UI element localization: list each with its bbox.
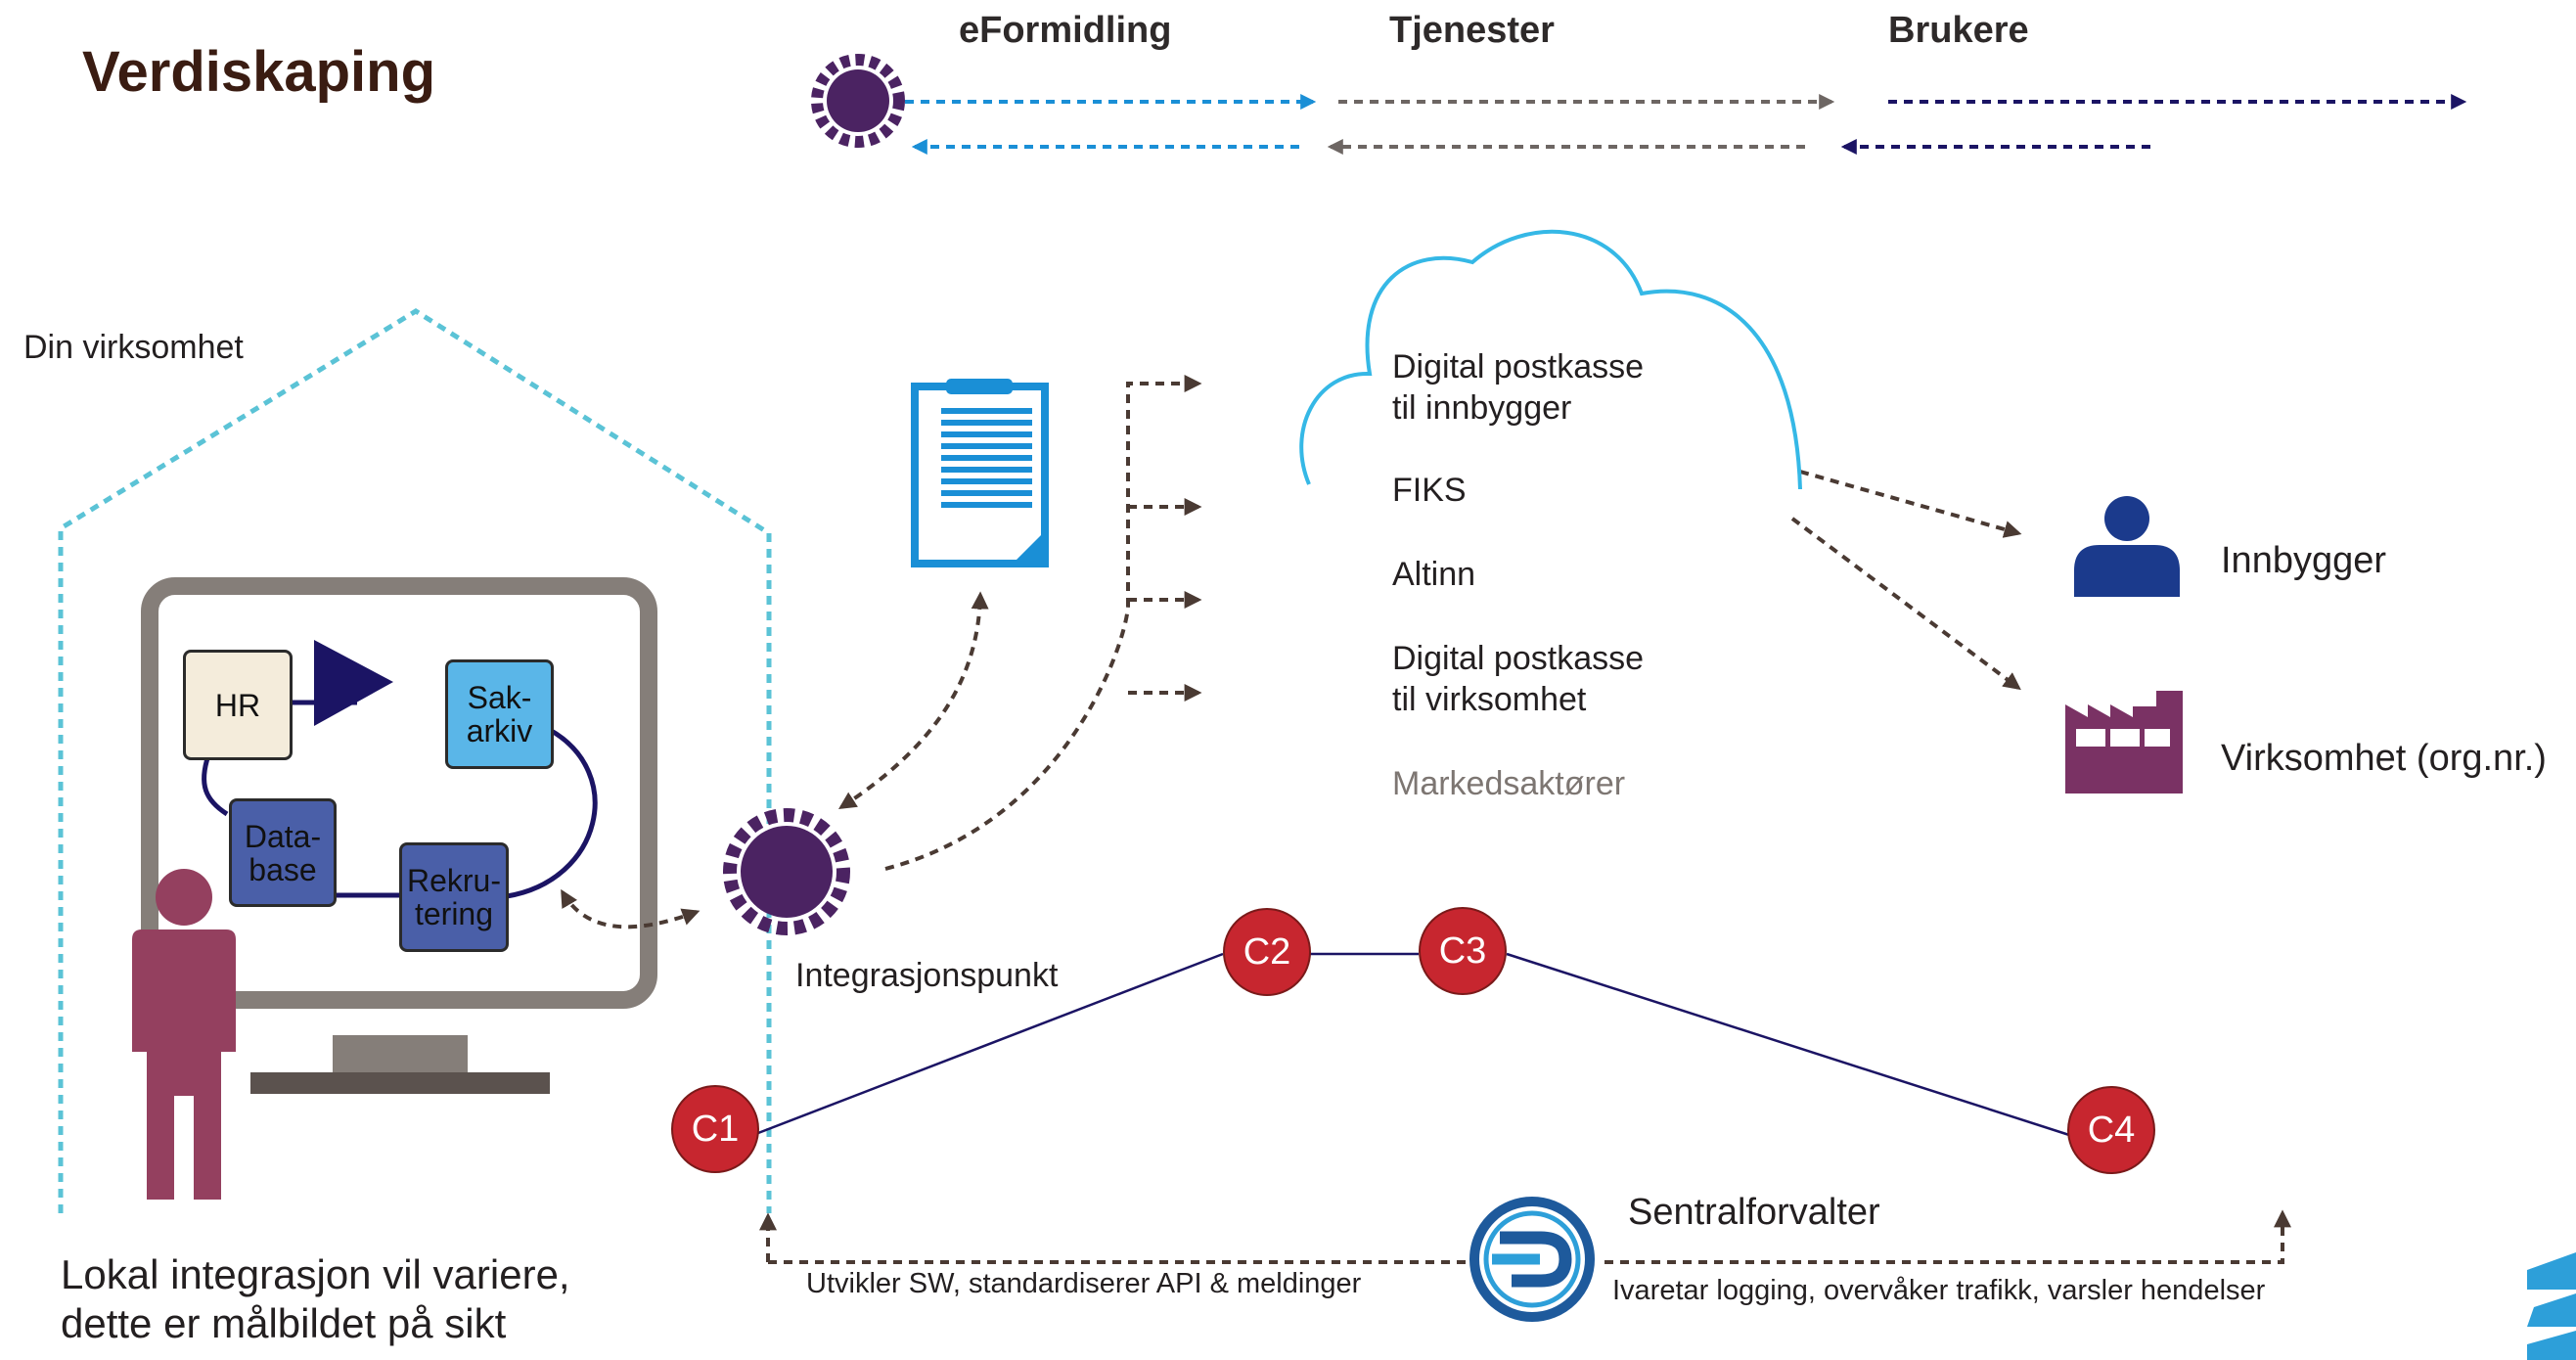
cloud-item-4-line1: Digital postkasse bbox=[1392, 640, 1645, 677]
integration-gear-icon bbox=[723, 808, 850, 935]
integration-point-label: Integrasjonspunkt bbox=[795, 957, 1059, 994]
node-connections bbox=[757, 952, 2070, 1137]
rekruttering-label-line1: Rekru- bbox=[406, 863, 501, 898]
innbygger-person-icon bbox=[2074, 496, 2180, 597]
footnote-line2: dette er målbildet på sikt bbox=[61, 1300, 507, 1346]
cloud-item-fiks: FIKS bbox=[1392, 472, 1467, 509]
integration-connectors bbox=[561, 375, 2291, 1264]
cloud-item-markedsaktorer: Markedsaktører bbox=[1392, 765, 1626, 802]
employee-person-icon bbox=[132, 869, 236, 1200]
node-c1-circle bbox=[671, 1085, 759, 1173]
sentralforvalter-logo-icon bbox=[1469, 1197, 1595, 1322]
document-checklist-icon bbox=[911, 379, 1049, 567]
cloud-item-1-line2: til innbygger bbox=[1392, 389, 1572, 427]
cloud-item-altinn: Altinn bbox=[1392, 556, 1476, 593]
cloud-item-digital-postkasse-innbygger: Digital postkasse til innbygger bbox=[1392, 346, 1644, 429]
sakarkiv-system-box: Sak- arkiv bbox=[445, 659, 554, 769]
virksomhet-factory-icon bbox=[2065, 691, 2183, 793]
hr-system-box: HR bbox=[183, 650, 293, 760]
header-tjenester: Tjenester bbox=[1389, 10, 1555, 51]
node-c3-circle bbox=[1419, 907, 1507, 995]
monitor-icon bbox=[141, 577, 657, 1094]
recipient-virksomhet-label: Virksomhet (org.nr.) bbox=[2221, 738, 2547, 779]
node-c3-label: C3 bbox=[1438, 929, 1487, 972]
house-label: Din virksomhet bbox=[23, 329, 244, 366]
sakarkiv-label-line2: arkiv bbox=[466, 713, 533, 748]
header-eformidling: eFormidling bbox=[959, 10, 1172, 51]
eformidling-gear-icon bbox=[811, 54, 905, 148]
central-left-text: Utvikler SW, standardiserer API & meldin… bbox=[806, 1268, 1362, 1299]
footnote-line1: Lokal integrasjon vil variere, bbox=[61, 1251, 570, 1297]
sakarkiv-label-line1: Sak- bbox=[467, 680, 532, 715]
cloud-outline bbox=[1299, 229, 1802, 490]
central-manager-label: Sentralforvalter bbox=[1628, 1192, 1880, 1233]
rekruttering-system-box: Rekru- tering bbox=[399, 842, 509, 952]
corner-brand-icon bbox=[2527, 1252, 2576, 1360]
footnote: Lokal integrasjon vil variere, dette er … bbox=[61, 1250, 570, 1348]
recipient-innbygger-label: Innbygger bbox=[2221, 540, 2387, 581]
cloud-item-4-line2: til virksomhet bbox=[1392, 681, 1587, 718]
node-c1-label: C1 bbox=[691, 1108, 740, 1150]
node-c2-label: C2 bbox=[1243, 930, 1291, 973]
node-c4-label: C4 bbox=[2087, 1109, 2136, 1151]
node-c4-circle bbox=[2067, 1086, 2155, 1174]
header-brukere: Brukere bbox=[1888, 10, 2029, 51]
cloud-item-1-line1: Digital postkasse bbox=[1392, 348, 1645, 385]
node-c2-circle bbox=[1223, 908, 1311, 996]
database-label-line2: base bbox=[249, 851, 317, 887]
cloud-item-digital-postkasse-virksomhet: Digital postkasse til virksomhet bbox=[1392, 638, 1644, 720]
rekruttering-label-line2: tering bbox=[414, 896, 494, 931]
house-outline bbox=[58, 308, 772, 1213]
hr-system-label: HR bbox=[214, 687, 261, 723]
central-right-text: Ivaretar logging, overvåker trafikk, var… bbox=[1612, 1275, 2266, 1306]
database-system-box: Data- base bbox=[229, 798, 337, 907]
database-label-line1: Data- bbox=[244, 818, 322, 854]
cycle-arrow-icon bbox=[314, 640, 393, 726]
page-title: Verdiskaping bbox=[82, 40, 436, 104]
